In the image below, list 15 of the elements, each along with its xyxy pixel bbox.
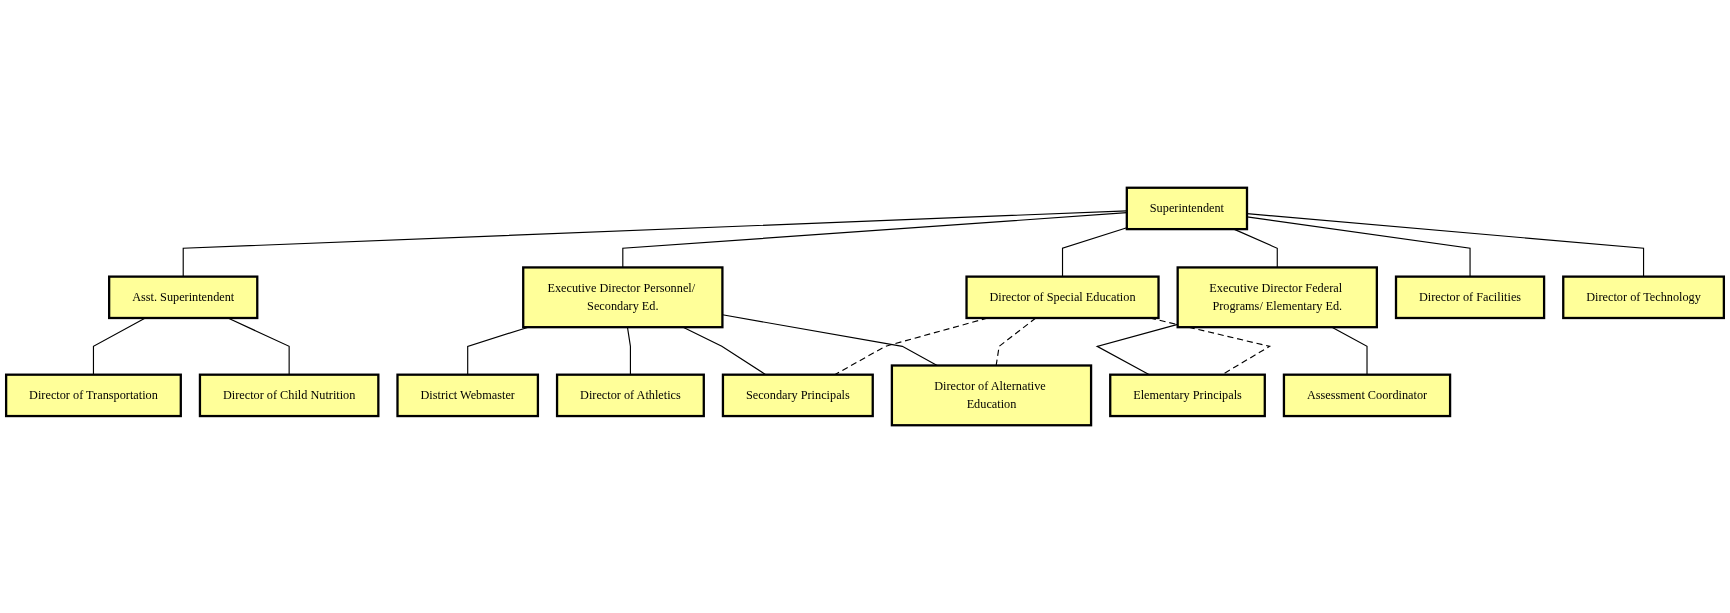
node-box: Assessment Coordinator (1282, 373, 1452, 418)
node-box: Executive Director Personnel/ Secondary Ed. (522, 266, 724, 329)
node-box: District Webmaster (396, 373, 540, 418)
node-box: Executive Director Federal Programs/ Elementary Ed. (1176, 266, 1378, 329)
node-box: Director of Facilities (1394, 275, 1546, 320)
node-box: Director of Technology (1562, 275, 1725, 320)
node-box: Asst. Superintendent (108, 275, 259, 320)
node-box: Director of Special Education (965, 275, 1160, 320)
node-box: Director of Transportation (5, 373, 182, 418)
node-box: Elementary Principals (1109, 373, 1266, 418)
node-box: Superintendent (1125, 186, 1249, 231)
node-box: Director of Alternative Education (890, 364, 1093, 427)
node-box: Secondary Principals (721, 373, 874, 418)
node-box: Director of Child Nutrition (198, 373, 380, 418)
node-box: Director of Athletics (555, 373, 705, 418)
